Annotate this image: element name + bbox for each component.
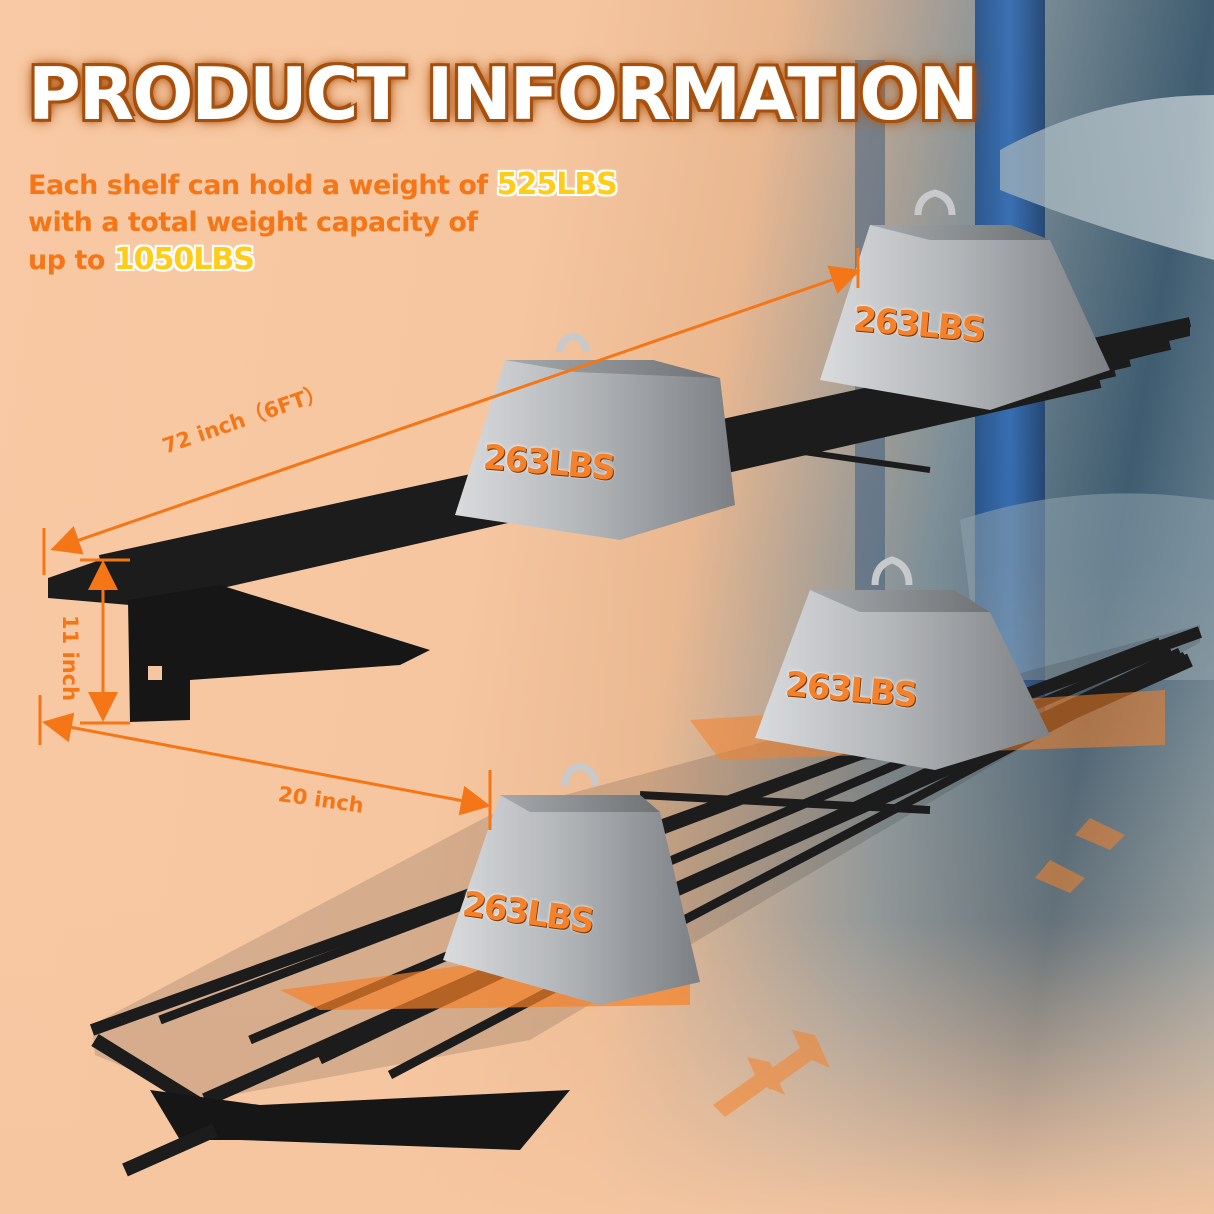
weight-icon: [820, 225, 1110, 410]
weight-icon: [443, 795, 700, 1005]
dimension-depth-line: [38, 695, 492, 830]
height-label: 11 inch: [58, 615, 82, 702]
description-text: Each shelf can hold a weight of: [28, 170, 497, 201]
page-title: PRODUCT INFORMATION: [28, 52, 979, 136]
weight-2: [820, 189, 1110, 410]
weight-3: [755, 556, 1050, 770]
description-line-1: Each shelf can hold a weight of 525LBS: [28, 166, 618, 204]
per-shelf-capacity-badge: 525LBS: [496, 167, 618, 202]
description-line-2: with a total weight capacity of: [28, 207, 478, 238]
weight-4: [443, 762, 700, 1005]
dimension-length-line: [42, 248, 861, 575]
weight-icon: [755, 590, 1050, 770]
motion-arrows-icon: [713, 818, 1125, 1117]
